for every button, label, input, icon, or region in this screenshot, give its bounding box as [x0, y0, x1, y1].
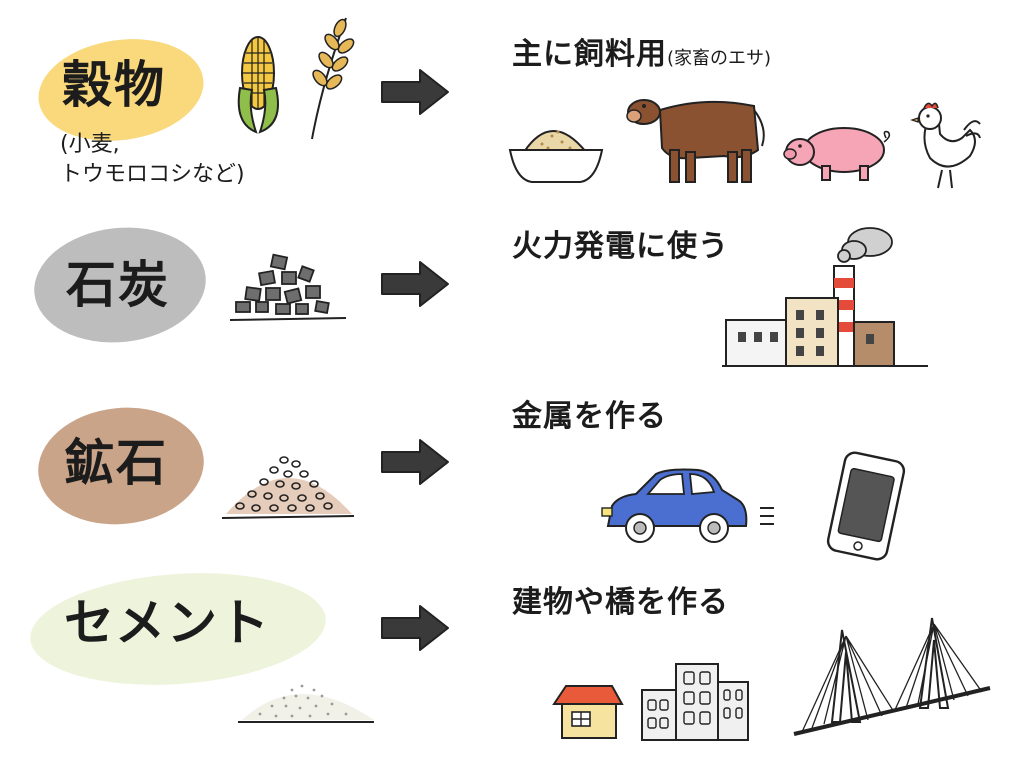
factory-icon — [722, 227, 928, 367]
ore-pile-icon — [221, 456, 355, 519]
buildings-icon — [641, 663, 749, 741]
feed-use-label: 主に飼料用(家畜のエサ) — [512, 37, 772, 72]
power-use-label: 火力発電に使う — [512, 229, 729, 264]
construction-use-label: 建物や橋を作る — [512, 585, 729, 620]
corn-icon — [237, 36, 279, 134]
metal-use-label: 金属を作る — [512, 399, 667, 434]
cement-category-label: セメント — [64, 594, 271, 652]
equals-mark-icon — [760, 507, 774, 525]
pig-icon — [783, 127, 891, 181]
house-icon — [552, 685, 624, 739]
wheat-icon — [311, 17, 355, 140]
chicken-icon — [910, 102, 981, 189]
grain-category-label: 穀物 — [62, 56, 166, 114]
feed-bowl-icon — [508, 130, 604, 183]
arrow-icon — [381, 261, 449, 307]
cow-icon — [626, 99, 765, 183]
ore-category-label: 鉱石 — [64, 434, 168, 492]
feed-use-note: (家畜のエサ) — [667, 48, 772, 69]
grain-category-note: (小麦, トウモロコシなど) — [60, 132, 245, 187]
arrow-icon — [381, 439, 449, 485]
coal-category-label: 石炭 — [66, 256, 170, 314]
bridge-icon — [793, 617, 991, 736]
coal-pile-icon — [229, 253, 347, 321]
arrow-icon — [381, 69, 449, 115]
arrow-icon — [381, 605, 449, 651]
smartphone-icon — [826, 451, 906, 561]
car-icon — [601, 468, 748, 543]
cement-pile-icon — [238, 684, 374, 723]
